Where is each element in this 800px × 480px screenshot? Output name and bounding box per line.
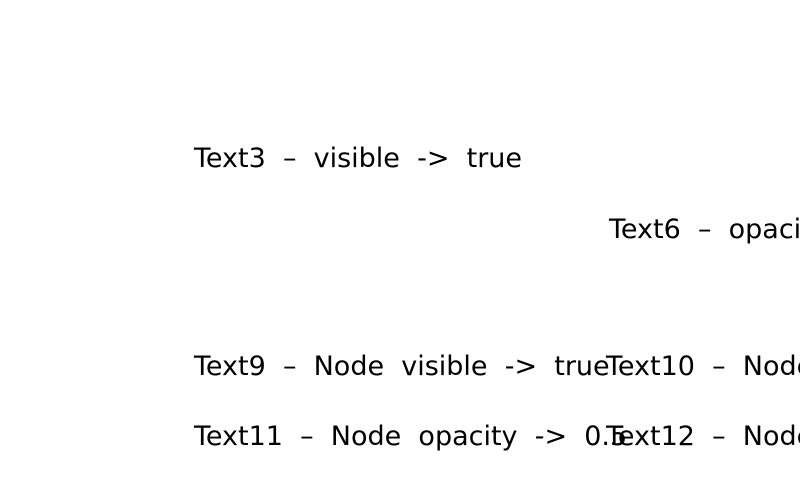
text12-label: Text12 – Node visible -> true (606, 421, 800, 452)
text6-label: Text6 – opacity -> 0.5 (609, 214, 800, 245)
text11-label: Text11 – Node opacity -> 0.5 (194, 421, 628, 452)
text9-label: Text9 – Node visible -> true (194, 351, 610, 382)
text3-label: Text3 – visible -> true (194, 143, 523, 174)
text10-label: Text10 – Node opacity -> 0.5 (606, 351, 800, 382)
